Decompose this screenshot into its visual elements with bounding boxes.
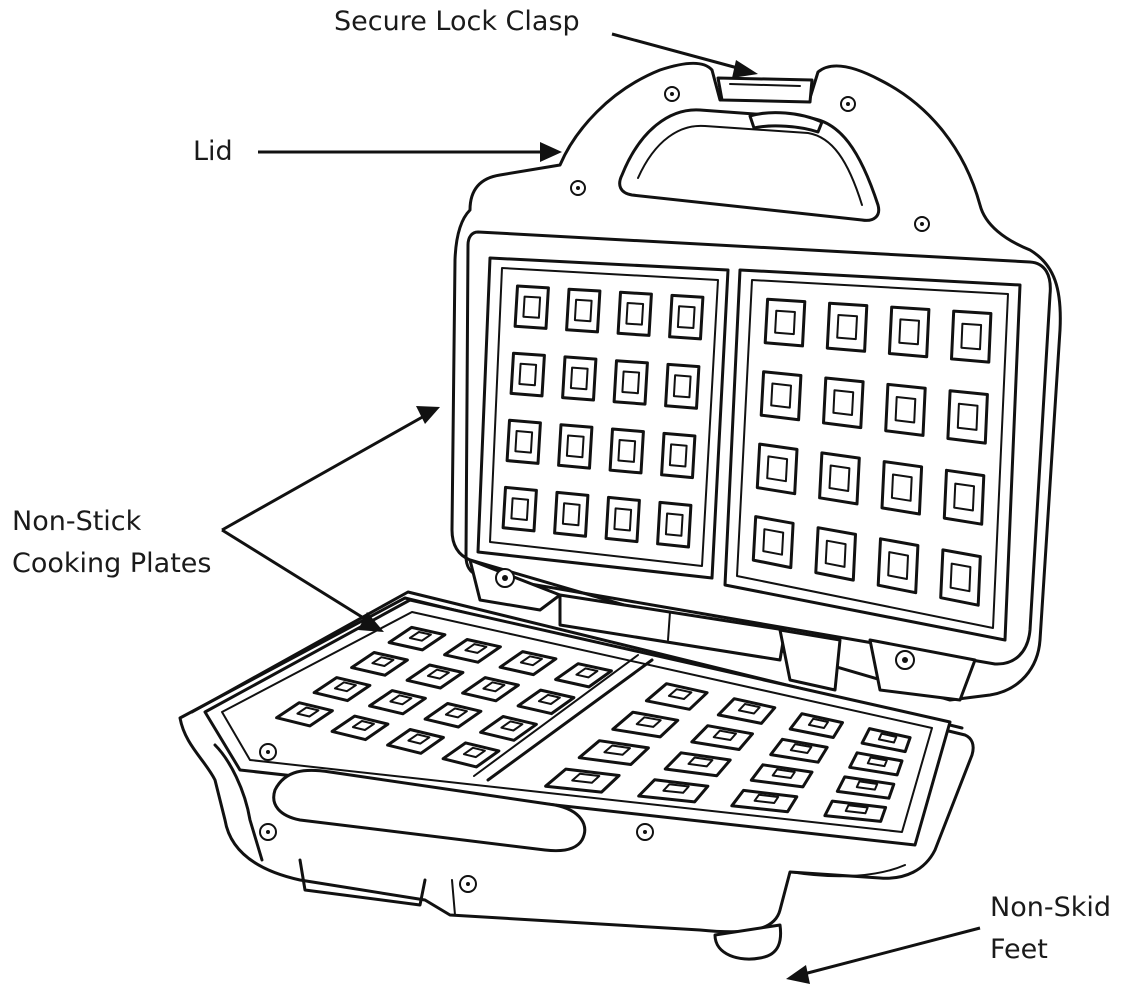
lower-right-cell-inner xyxy=(877,732,898,744)
lower-right-cell-inner xyxy=(753,793,780,804)
lower-left-cell-inner xyxy=(351,720,375,731)
lower-right-cell-inner xyxy=(771,768,796,779)
upper-left-cell-inner xyxy=(625,302,645,326)
upper-left-cell-inner xyxy=(510,497,530,521)
label-feet-line2: Feet xyxy=(990,934,1048,965)
clasp-arrowhead xyxy=(732,60,758,78)
upper-right-cell-inner xyxy=(828,464,851,492)
upper-right-cell-inner xyxy=(836,314,858,341)
plates-arrow-upper xyxy=(221,413,427,532)
feet-arrowhead xyxy=(786,965,810,984)
lower-right-cell-inner xyxy=(855,780,879,791)
upper-left-cell-inner xyxy=(621,370,641,395)
label-lid: Lid xyxy=(193,136,233,167)
plates-arrowhead-lower xyxy=(358,612,384,632)
callout-arrows xyxy=(221,32,981,984)
upper-right-cell-inner xyxy=(898,318,920,346)
lid-arrowhead xyxy=(540,142,562,162)
lower-left-cell-inner xyxy=(464,643,488,654)
lower-right-cell-inner xyxy=(789,743,813,754)
upper-right-cell-inner xyxy=(770,382,792,409)
upper-right-cell-inner xyxy=(894,396,917,424)
upper-right-cell-inner xyxy=(949,562,972,593)
upper-left-cell-inner xyxy=(613,507,633,532)
upper-left-cell-inner xyxy=(573,298,593,323)
clasp-arrow xyxy=(611,32,746,72)
hinge xyxy=(468,558,977,702)
upper-left-cell-inner xyxy=(617,439,637,463)
upper-left-cell-inner xyxy=(672,374,692,399)
label-plates-line2: Cooking Plates xyxy=(12,548,212,579)
upper-left-cell-inner xyxy=(676,305,696,329)
label-plates-line1: Non-Stick xyxy=(12,506,142,537)
upper-left-cell-inner xyxy=(518,362,538,387)
lower-left-cell-inner xyxy=(575,667,599,679)
upper-left-cell-inner xyxy=(668,443,688,468)
upper-left-cell-inner xyxy=(565,434,585,459)
upper-plate-grid xyxy=(501,284,993,607)
base xyxy=(178,590,975,961)
lower-left-cell-inner xyxy=(333,681,357,693)
lower-left-cell-inner xyxy=(408,631,432,642)
lower-left-cell-inner xyxy=(537,693,561,705)
upper-right-cell-inner xyxy=(766,455,789,483)
upper-right-cell-inner xyxy=(887,551,909,580)
plates-arrowhead-upper xyxy=(416,406,440,424)
upper-right-cell-inner xyxy=(824,539,847,568)
lower-right-cell-inner xyxy=(603,744,631,756)
upper-left-cell-inner xyxy=(569,366,589,391)
lower-left-cell-inner xyxy=(482,681,506,693)
plates-arrow-lower xyxy=(221,528,371,624)
upper-right-cell-inner xyxy=(774,309,796,336)
lower-left-cell-inner xyxy=(407,733,431,745)
upper-right-cell-inner xyxy=(960,322,983,351)
lower-right-cell-inner xyxy=(687,756,714,768)
lower-left-cell-inner xyxy=(519,655,543,667)
lower-right-cell-inner xyxy=(807,717,829,729)
lower-right-cell-inner xyxy=(737,703,761,715)
lower-right-cell-inner xyxy=(571,772,601,784)
upper-right-cell-inner xyxy=(762,528,785,556)
label-feet-line1: Non-Skid xyxy=(990,892,1111,923)
upper-right-cell-inner xyxy=(953,482,975,512)
lower-right-cell-inner xyxy=(635,716,662,728)
lower-right-cell-inner xyxy=(866,756,888,768)
upper-left-cell-inner xyxy=(514,430,534,454)
upper-left-cell-inner xyxy=(664,512,684,537)
lower-left-cell-inner xyxy=(296,706,320,718)
lower-left-cell-inner xyxy=(462,746,486,759)
lid xyxy=(450,61,1062,702)
upper-right-cell-inner xyxy=(956,402,979,431)
lower-right-cell-inner xyxy=(712,729,737,741)
lower-left-cell-inner xyxy=(389,694,413,706)
lower-left-cell-inner xyxy=(500,720,524,732)
lower-left-cell-inner xyxy=(371,656,395,667)
upper-right-cell-inner xyxy=(890,473,913,502)
label-secure-lock-clasp: Secure Lock Clasp xyxy=(334,6,580,37)
lower-right-cell-inner xyxy=(662,783,690,794)
feet-arrow xyxy=(799,926,981,977)
upper-left-cell-inner xyxy=(522,295,542,319)
lower-right-cell-inner xyxy=(667,688,693,700)
lower-plate-grid xyxy=(275,625,912,823)
lower-left-cell-inner xyxy=(444,707,468,719)
upper-right-cell-inner xyxy=(832,389,855,416)
upper-left-cell-inner xyxy=(561,502,581,527)
lower-left-cell-inner xyxy=(426,668,450,680)
lower-right-cell-inner xyxy=(844,804,869,815)
